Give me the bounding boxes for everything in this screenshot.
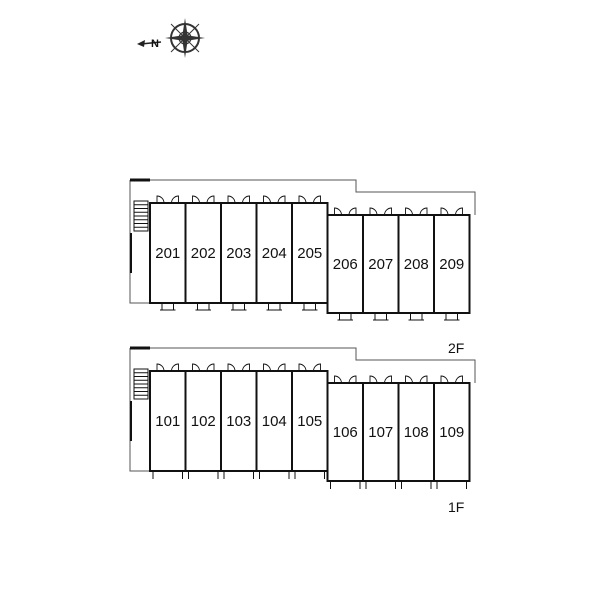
compass-north-label: N <box>151 38 159 50</box>
unit-208: 208 <box>397 207 435 321</box>
floor-2f-label: 2F <box>448 340 464 356</box>
unit-104: 104 <box>255 363 293 479</box>
door-icon <box>227 195 250 204</box>
unit-204: 204 <box>255 195 293 311</box>
compass: N <box>137 18 205 58</box>
compass-rose-icon <box>165 18 205 58</box>
door-icon <box>192 363 215 372</box>
unit-101: 101 <box>149 363 187 479</box>
door-icon <box>334 207 357 216</box>
floor-1f-plan: 101 102 103 104 105 106 107 108 109 <box>129 346 476 489</box>
balcony <box>374 312 387 321</box>
unit-label: 203 <box>226 245 251 262</box>
unit-outline <box>184 202 222 304</box>
unit-202: 202 <box>184 195 222 311</box>
unit-108: 108 <box>397 375 435 489</box>
corridor-outline-left <box>129 348 150 472</box>
balcony <box>161 302 174 311</box>
unit-outline <box>220 370 258 472</box>
unit-201: 201 <box>149 195 187 311</box>
unit-label: 205 <box>297 245 322 262</box>
unit-label: 201 <box>155 245 180 262</box>
balcony <box>303 302 316 311</box>
unit-label: 108 <box>404 424 429 441</box>
unit-label: 106 <box>333 424 358 441</box>
door-icon <box>440 207 463 216</box>
balcony <box>197 302 210 311</box>
unit-label: 208 <box>404 256 429 273</box>
staircase-icon <box>133 368 149 400</box>
floor-2f-plan: 201 202 203 204 205 206 207 208 209 <box>129 178 476 321</box>
balcony <box>268 302 281 311</box>
door-icon <box>156 195 179 204</box>
door-icon <box>369 207 392 216</box>
unit-label: 209 <box>439 256 464 273</box>
unit-207: 207 <box>362 207 400 321</box>
unit-205: 205 <box>291 195 329 311</box>
door-icon <box>156 363 179 372</box>
corridor-outline-left <box>129 180 150 304</box>
staircase-icon <box>133 200 149 232</box>
unit-outline <box>362 214 400 314</box>
unit-106: 106 <box>326 375 364 489</box>
unit-label: 206 <box>333 256 358 273</box>
corridor-outline <box>130 179 476 215</box>
unit-102: 102 <box>184 363 222 479</box>
unit-label: 107 <box>368 424 393 441</box>
door-icon <box>263 363 286 372</box>
unit-outline <box>362 382 400 482</box>
balcony <box>339 312 352 321</box>
unit-105: 105 <box>291 363 329 479</box>
unit-label: 204 <box>262 245 287 262</box>
north-arrow-icon <box>137 40 162 47</box>
door-icon <box>192 195 215 204</box>
unit-outline <box>255 202 293 304</box>
corridor-outline <box>130 347 476 383</box>
balcony <box>445 312 458 321</box>
door-icon <box>263 195 286 204</box>
unit-label: 202 <box>191 245 216 262</box>
unit-outline <box>220 202 258 304</box>
unit-206: 206 <box>326 207 364 321</box>
balcony <box>410 312 423 321</box>
unit-outline <box>433 382 471 482</box>
door-icon <box>298 363 321 372</box>
unit-label: 102 <box>191 413 216 430</box>
unit-label: 103 <box>226 413 251 430</box>
unit-209: 209 <box>433 207 471 321</box>
balcony <box>232 302 245 311</box>
unit-label: 207 <box>368 256 393 273</box>
unit-label: 105 <box>297 413 322 430</box>
door-icon <box>298 195 321 204</box>
unit-label: 101 <box>155 413 180 430</box>
door-icon <box>440 375 463 384</box>
unit-203: 203 <box>220 195 258 311</box>
unit-outline <box>433 214 471 314</box>
door-icon <box>369 375 392 384</box>
door-icon <box>227 363 250 372</box>
door-icon <box>334 375 357 384</box>
unit-109: 109 <box>433 375 471 489</box>
door-icon <box>405 375 428 384</box>
unit-label: 104 <box>262 413 287 430</box>
unit-107: 107 <box>362 375 400 489</box>
floor-1f-label: 1F <box>448 499 464 515</box>
door-icon <box>405 207 428 216</box>
unit-label: 109 <box>439 424 464 441</box>
unit-103: 103 <box>220 363 258 479</box>
